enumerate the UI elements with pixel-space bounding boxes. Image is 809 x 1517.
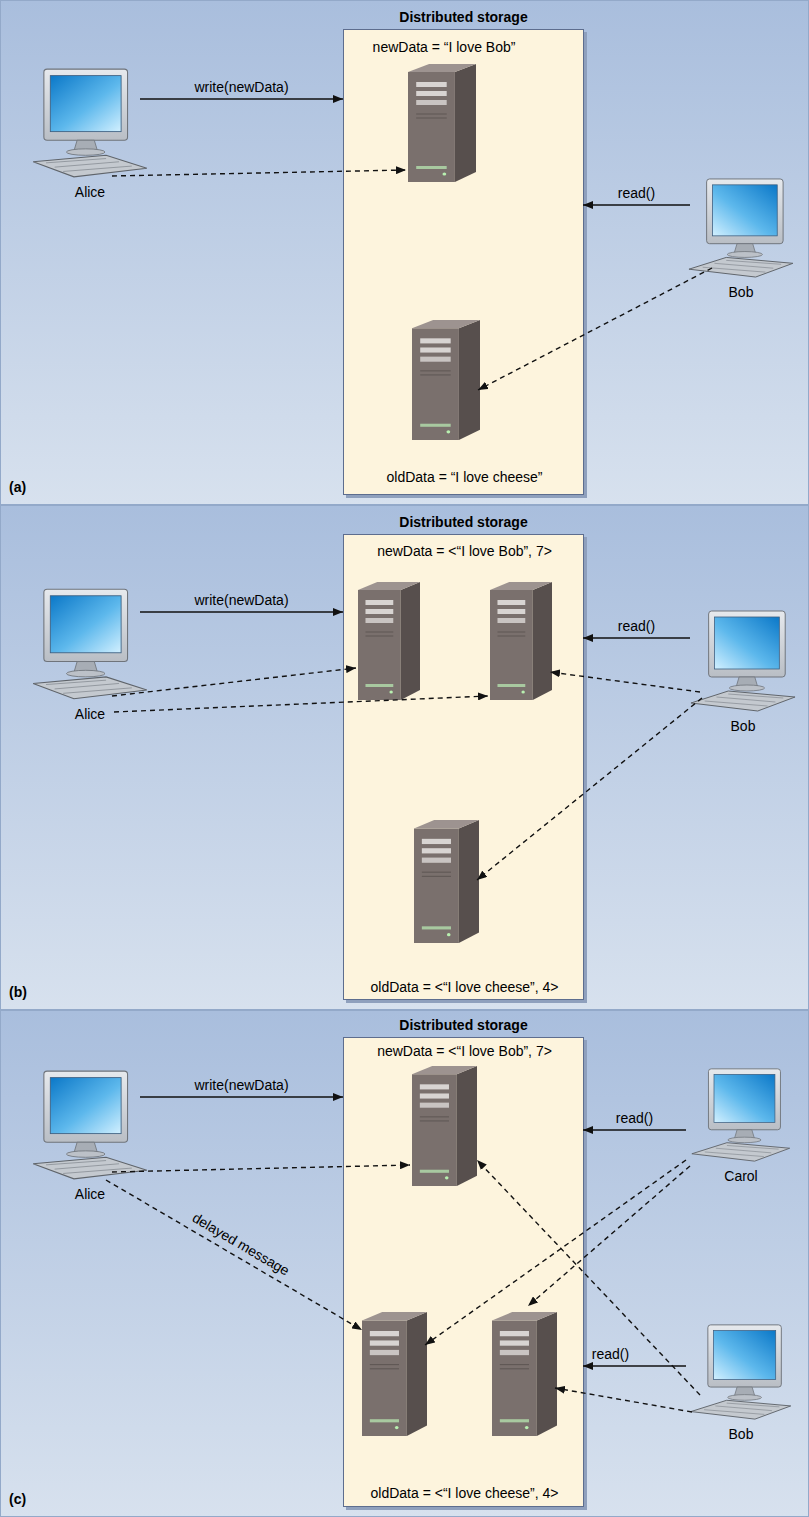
client-computer: Carol [685, 1067, 797, 1185]
request-arrow [140, 611, 343, 613]
server-icon [492, 1310, 557, 1436]
storage-title: Distributed storage [399, 1017, 527, 1034]
data-label: newData = <“I love Bob”, 7> [377, 543, 552, 560]
dashed-message-arrow [112, 170, 406, 176]
user-name: Bob [729, 1426, 754, 1443]
user-name: Alice [75, 1186, 105, 1203]
request-arrow [583, 204, 690, 206]
data-label: newData = <“I love Bob”, 7> [377, 1043, 552, 1060]
server-group: newData = <“I love Bob”, 7> [362, 1042, 567, 1192]
edge-label: read() [616, 1110, 653, 1127]
storage-title: Distributed storage [399, 514, 527, 531]
computer-icon [31, 587, 149, 701]
user-name: Alice [75, 706, 105, 723]
server-group: oldData = “I love cheese” [372, 314, 557, 486]
dashed-message-arrow [112, 668, 356, 696]
edge-label: read() [592, 1346, 629, 1363]
user-name: Bob [729, 284, 754, 301]
server-icon [490, 580, 552, 700]
edge-label: write(newData) [194, 592, 288, 609]
client-computer: Alice [31, 1069, 149, 1203]
panel-label: (b) [9, 984, 27, 1001]
user-name: Carol [724, 1168, 757, 1185]
dashed-message-arrow [477, 1160, 700, 1395]
data-label: oldData = <“I love cheese”, 4> [371, 1485, 559, 1502]
figure-panel: (b)Distributed storagenewData = <“I love… [0, 505, 809, 1010]
panel-label: (c) [9, 1491, 26, 1508]
dashed-message-arrow [114, 696, 488, 712]
request-arrow [583, 637, 690, 639]
request-arrow [140, 1096, 343, 1098]
dashed-message-arrow [550, 672, 700, 692]
server-group: oldData = <“I love cheese”, 4> [348, 1302, 581, 1502]
edge-label: write(newData) [194, 1077, 288, 1094]
request-arrow [583, 1129, 686, 1131]
server-icon [362, 1310, 427, 1436]
storage-box: Distributed storagenewData = <“I love Bo… [343, 534, 584, 1000]
user-name: Alice [75, 184, 105, 201]
figure-panel: (c)Distributed storagenewData = <“I love… [0, 1010, 809, 1517]
server-group: newData = <“I love Bob”, 7> [348, 542, 581, 712]
dashed-message-arrow [477, 698, 702, 880]
edge-label: write(newData) [194, 79, 288, 96]
request-arrow [583, 1365, 686, 1367]
data-label: oldData = “I love cheese” [386, 469, 542, 486]
client-computer: Bob [685, 177, 797, 301]
server-icon [358, 580, 420, 700]
figure-panel: (a)Distributed storagenewData = “I love … [0, 0, 809, 505]
client-computer: Alice [31, 67, 149, 201]
server-icon [412, 1064, 477, 1186]
data-label: newData = “I love Bob” [373, 39, 516, 56]
dashed-message-arrow [106, 1180, 362, 1330]
computer-icon [690, 1067, 792, 1163]
panel-label: (a) [9, 479, 26, 496]
dashed-message-arrow [425, 1160, 686, 1345]
user-name: Bob [731, 718, 756, 735]
dashed-message-arrow [478, 268, 712, 390]
edge-label: read() [618, 185, 655, 202]
server-icon [414, 818, 479, 943]
storage-box: Distributed storagenewData = <“I love Bo… [343, 1037, 584, 1507]
request-arrow [140, 98, 343, 100]
computer-icon [689, 1323, 793, 1421]
dashed-message-arrow [528, 1166, 690, 1306]
client-computer: Bob [685, 1323, 797, 1443]
computer-icon [31, 67, 149, 179]
server-group: oldData = <“I love cheese”, 4> [367, 814, 562, 996]
edge-label: read() [618, 618, 655, 635]
data-label: oldData = <“I love cheese”, 4> [371, 979, 559, 996]
computer-icon [31, 1069, 149, 1181]
server-icon [408, 62, 476, 182]
server-group: newData = “I love Bob” [364, 38, 524, 188]
computer-icon [687, 177, 795, 279]
storage-box: Distributed storagenewData = “I love Bob… [343, 29, 584, 495]
dashed-message-arrow [555, 1388, 692, 1412]
server-icon [412, 318, 480, 440]
dashed-message-arrow [112, 1165, 410, 1172]
computer-icon [689, 609, 797, 713]
client-computer: Alice [31, 587, 149, 723]
storage-title: Distributed storage [399, 9, 527, 26]
client-computer: Bob [689, 609, 797, 735]
